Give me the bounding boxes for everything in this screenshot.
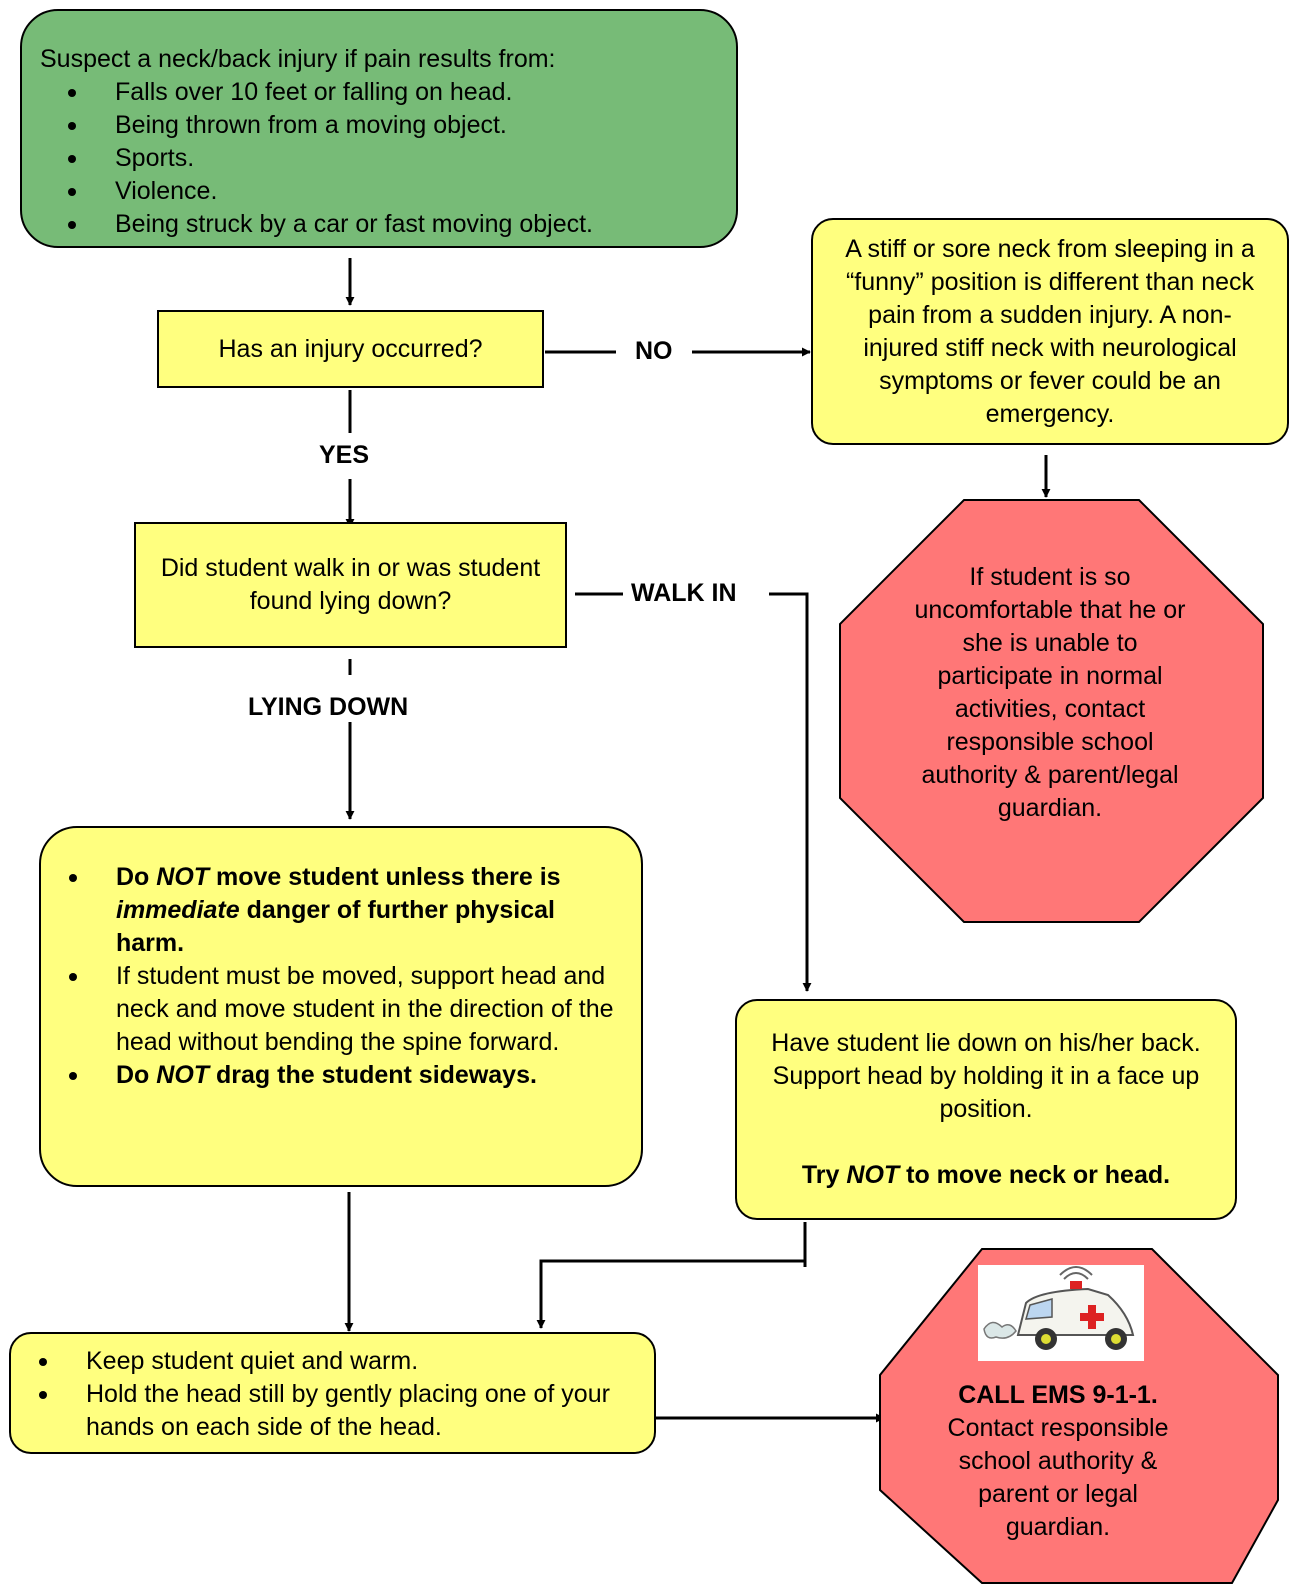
keep-quiet-box: Keep student quiet and warm. Hold the he… bbox=[9, 1332, 656, 1454]
list-item: Falls over 10 feet or falling on head. bbox=[40, 76, 736, 109]
uncomfortable-stop-text: If student is so uncomfortable that he o… bbox=[914, 563, 1186, 822]
list-item: Being struck by a car or fast moving obj… bbox=[40, 208, 736, 241]
walk-in-warning: Try NOT to move neck or head. bbox=[801, 1161, 1171, 1189]
ems-stop-text: CALL EMS 9-1-1. Contact responsible scho… bbox=[908, 1379, 1208, 1544]
suspect-list: Falls over 10 feet or falling on head. B… bbox=[40, 76, 736, 241]
list-item: Do NOT drag the student sideways. bbox=[41, 1059, 619, 1092]
injury-question-box: Has an injury occurred? bbox=[157, 310, 544, 388]
walk-in-box: Have student lie down on his/her back. S… bbox=[735, 999, 1237, 1220]
label-no: NO bbox=[635, 337, 673, 366]
walk-or-lying-question-text: Did student walk in or was student found… bbox=[160, 554, 541, 615]
ems-contact-text: Contact responsible school authority & p… bbox=[947, 1414, 1169, 1541]
list-item: Keep student quiet and warm. bbox=[11, 1345, 644, 1378]
list-item: Violence. bbox=[40, 175, 736, 208]
stiff-neck-note-text: A stiff or sore neck from sleeping in a … bbox=[845, 234, 1255, 428]
list-item: Sports. bbox=[40, 142, 736, 175]
stiff-neck-note-box: A stiff or sore neck from sleeping in a … bbox=[811, 218, 1289, 445]
list-item: Hold the head still by gently placing on… bbox=[11, 1378, 644, 1444]
list-item: Being thrown from a moving object. bbox=[40, 109, 736, 142]
lying-down-box: Do NOT move student unless there is imme… bbox=[39, 826, 643, 1187]
list-item: If student must be moved, support head a… bbox=[41, 960, 619, 1059]
label-walk-in: WALK IN bbox=[631, 579, 737, 608]
call-ems-text: CALL EMS 9-1-1. bbox=[958, 1381, 1158, 1409]
injury-question-text: Has an injury occurred? bbox=[218, 334, 483, 363]
arrow-walk-in-right bbox=[769, 592, 812, 992]
lying-down-list: Do NOT move student unless there is imme… bbox=[41, 861, 619, 1092]
arrow-walkin-to-keep bbox=[536, 1259, 805, 1329]
walk-in-text: Have student lie down on his/her back. S… bbox=[771, 1029, 1201, 1123]
list-item: Do NOT move student unless there is imme… bbox=[41, 861, 619, 960]
ambulance-icon bbox=[978, 1265, 1144, 1361]
keep-quiet-list: Keep student quiet and warm. Hold the he… bbox=[11, 1345, 644, 1444]
walk-or-lying-question-box: Did student walk in or was student found… bbox=[134, 522, 567, 648]
suspect-heading: Suspect a neck/back injury if pain resul… bbox=[40, 45, 556, 73]
label-lying-down: LYING DOWN bbox=[248, 693, 409, 722]
label-yes: YES bbox=[319, 441, 370, 470]
suspect-injury-box: Suspect a neck/back injury if pain resul… bbox=[20, 9, 738, 248]
stop-octagon-uncomfortable bbox=[839, 499, 1264, 923]
